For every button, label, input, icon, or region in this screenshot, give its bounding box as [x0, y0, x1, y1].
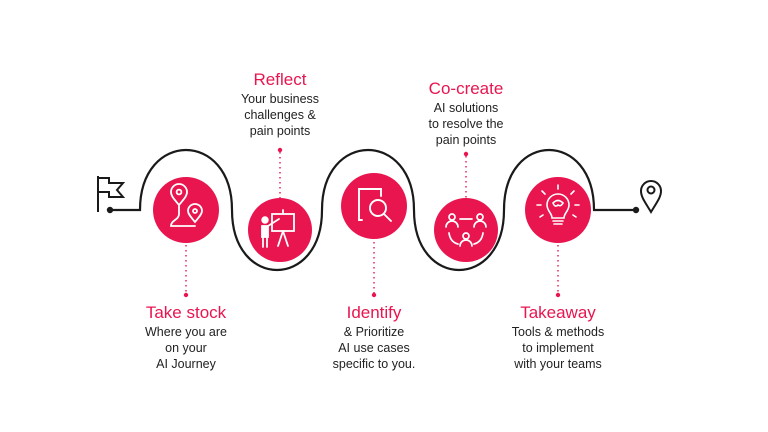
presentation-icon — [261, 209, 295, 248]
step-description-line: challenges & — [244, 108, 316, 122]
step-label-co-create: Co-create AI solutions to resolve the pa… — [391, 78, 541, 148]
connector-dot-take-stock — [183, 292, 189, 298]
journey-path — [110, 148, 636, 272]
step-label-takeaway: Takeaway Tools & methods to implement wi… — [483, 302, 633, 372]
step-description-line: pain points — [435, 133, 497, 147]
step-circle-takeaway — [525, 177, 591, 243]
step-description-line: specific to you. — [332, 357, 416, 371]
location-pin-icon — [639, 180, 663, 214]
step-description-line: AI solutions — [433, 101, 499, 115]
step-circle-identify — [341, 173, 407, 239]
step-circle-take-stock — [153, 177, 219, 243]
step-circle-co-create — [434, 198, 498, 262]
path-end-dot — [632, 206, 640, 214]
route-icon — [170, 183, 203, 227]
lightbulb-icon — [536, 184, 580, 225]
flag-icon — [97, 176, 126, 212]
document-search-icon — [358, 188, 392, 222]
step-description-line: Where you are — [145, 325, 227, 339]
connector-dot-reflect — [277, 147, 283, 153]
step-description-line: Your business — [240, 92, 320, 106]
connector-dot-takeaway — [555, 292, 561, 298]
step-description-line: with your teams — [514, 357, 602, 371]
step-description-line: AI Journey — [156, 357, 216, 371]
step-title: Takeaway — [520, 303, 596, 322]
step-title: Identify — [346, 303, 402, 322]
path-start-dot — [106, 206, 114, 214]
step-title: Reflect — [253, 70, 307, 89]
step-description-line: Tools & methods — [511, 325, 605, 339]
step-title: Co-create — [428, 79, 504, 98]
step-circle-reflect — [248, 198, 312, 262]
connector-dot-identify — [371, 292, 377, 298]
step-title: Take stock — [145, 303, 227, 322]
team-icon — [445, 213, 487, 247]
step-description-line: pain points — [249, 124, 311, 138]
step-description-line: & Prioritize — [343, 325, 405, 339]
step-label-reflect: Reflect Your business challenges & pain … — [205, 69, 355, 139]
step-description-line: AI use cases — [338, 341, 410, 355]
step-description-line: to implement — [522, 341, 594, 355]
connector-dot-co-create — [463, 151, 469, 157]
step-label-take-stock: Take stock Where you are on your AI Jour… — [111, 302, 261, 372]
step-description-line: on your — [165, 341, 207, 355]
step-label-identify: Identify & Prioritize AI use cases speci… — [299, 302, 449, 372]
step-description-line: to resolve the — [428, 117, 504, 131]
